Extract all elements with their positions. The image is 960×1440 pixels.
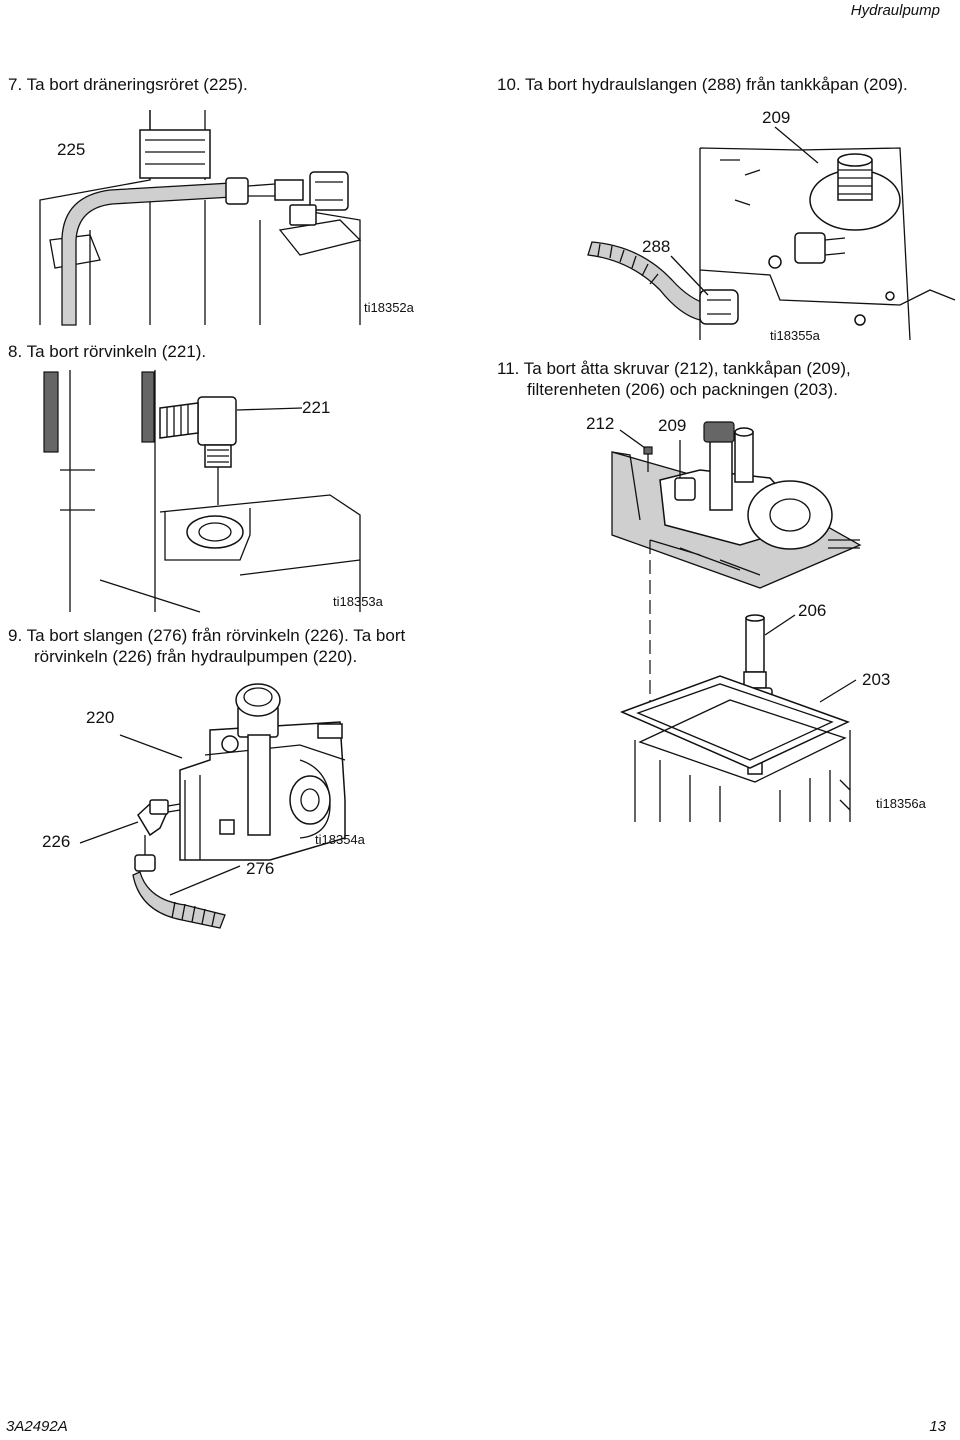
step-10-text: 10. Ta bort hydraulslangen (288) från ta… [497,75,908,94]
callout-209-top: 209 [762,108,791,127]
step-11-text-line1: 11. Ta bort åtta skruvar (212), tankkåpa… [497,359,851,378]
figure-ref-ti18356a: ti18356a [876,796,926,811]
callout-288: 288 [642,237,671,256]
callout-221: 221 [302,398,331,417]
figure-ref-ti18354a: ti18354a [315,832,365,847]
figure-pump-220 [79,683,346,929]
callout-220: 220 [86,708,115,727]
callout-209-bottom: 209 [658,416,687,435]
step-9-text-line2: rörvinkeln (226) från hydraulpumpen (220… [34,647,358,666]
step-8-text: 8. Ta bort rörvinkeln (221). [8,342,207,361]
callout-226: 226 [42,832,71,851]
figure-ref-ti18355a: ti18355a [770,328,820,343]
figure-ref-ti18353a: ti18353a [333,594,383,609]
step-7-text: 7. Ta bort dräneringsröret (225). [8,75,248,94]
step-11-text-line2: filterenheten (206) och packningen (203)… [527,380,838,399]
callout-206: 206 [798,601,827,620]
figure-ref-ti18352a: ti18352a [364,300,414,315]
callout-212: 212 [586,414,615,433]
figure-tank-cover-209 [587,126,956,341]
figure-drain-tube [39,110,362,326]
callout-225: 225 [57,140,86,159]
callout-203: 203 [862,670,891,689]
callout-276: 276 [246,859,275,878]
doc-number: 3A2492A [6,1418,68,1435]
page-number: 13 [929,1418,946,1435]
figure-tank-exploded [611,421,862,822]
section-title: Hydraulpump [850,2,940,19]
figure-elbow-221 [43,370,361,613]
step-9-text-line1: 9. Ta bort slangen (276) från rörvinkeln… [8,626,406,645]
